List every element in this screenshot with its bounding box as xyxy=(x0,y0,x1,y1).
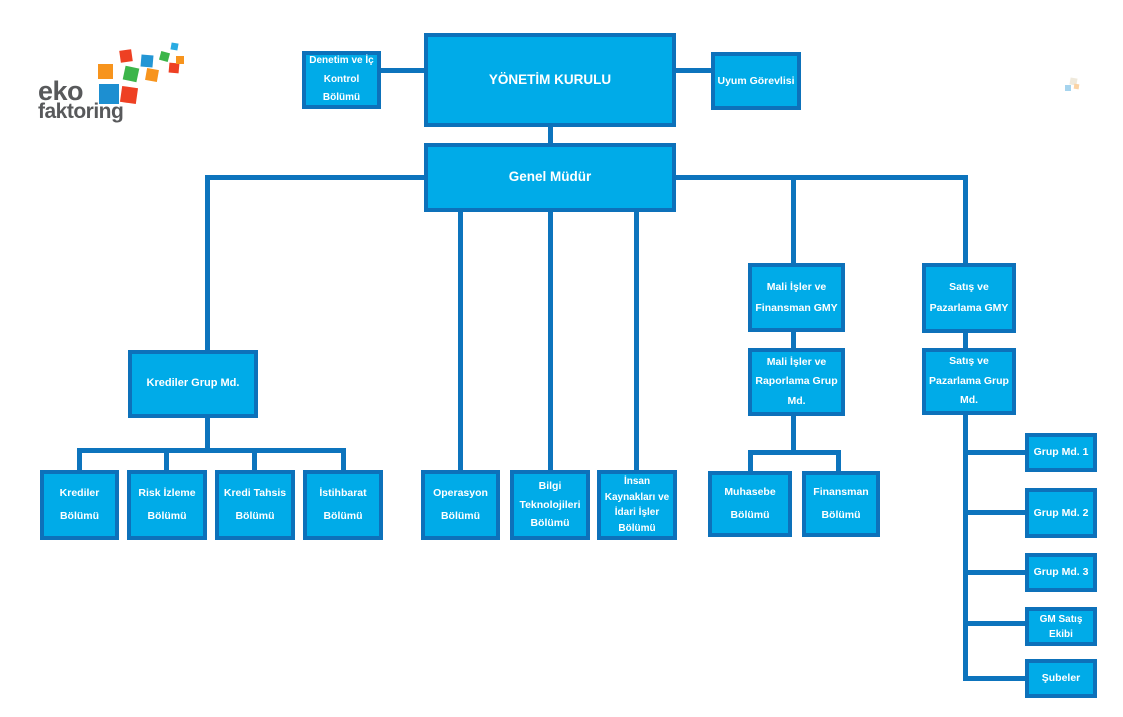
connector-line xyxy=(963,676,1025,681)
connector-line xyxy=(963,175,968,263)
org-node-label: GM Satış Ekibi xyxy=(1039,613,1083,640)
org-node-gm-satis-ekibi: GM Satış Ekibi xyxy=(1025,607,1097,646)
logo-square xyxy=(98,64,113,79)
connector-line xyxy=(791,416,796,450)
org-node-mali-gmy: Mali İşler ve Finansman GMY xyxy=(748,263,845,332)
connector-line xyxy=(205,175,210,350)
connector-line xyxy=(676,68,711,73)
logo-square xyxy=(158,50,171,63)
org-node-satis-grup: Satış ve Pazarlama Grup Md. xyxy=(922,348,1016,415)
org-node-label: İstihbarat Bölümü xyxy=(319,486,367,522)
org-node-kredi-tahsis: Kredi Tahsis Bölümü xyxy=(215,470,295,540)
connector-line xyxy=(341,448,346,470)
org-node-label: Grup Md. 3 xyxy=(1033,566,1089,579)
org-node-subeler: Şubeler xyxy=(1025,659,1097,698)
org-node-finansman: Finansman Bölümü xyxy=(802,471,880,537)
org-node-label: Uyum Görevlisi xyxy=(717,74,795,87)
org-node-krediler-grup: Krediler Grup Md. xyxy=(128,350,258,418)
faded-logo-mark xyxy=(1060,76,1090,98)
connector-line xyxy=(963,450,1025,455)
org-node-label: Satış ve Pazarlama GMY xyxy=(929,281,1009,314)
org-node-label: Mali İşler ve Finansman GMY xyxy=(755,280,838,314)
connector-line xyxy=(205,418,210,448)
org-node-risk-izleme: Risk İzleme Bölümü xyxy=(127,470,207,540)
logo-square xyxy=(119,49,133,63)
org-node-grup-md-1: Grup Md. 1 xyxy=(1025,433,1097,472)
org-node-bilgi-teknolojileri: Bilgi Teknolojileri Bölümü xyxy=(510,470,590,540)
org-node-label: Krediler Grup Md. xyxy=(146,377,240,390)
org-node-label: Bilgi Teknolojileri Bölümü xyxy=(519,479,581,530)
connector-line xyxy=(676,175,968,180)
org-node-label: Finansman Bölümü xyxy=(813,485,869,521)
connector-line xyxy=(963,570,1025,575)
connector-line xyxy=(205,175,424,180)
org-node-label: Şubeler xyxy=(1041,672,1081,685)
org-node-label: Grup Md. 2 xyxy=(1033,506,1089,519)
logo-word-eko: eko xyxy=(38,76,84,106)
logo-square xyxy=(176,56,184,64)
logo-square xyxy=(119,85,139,105)
connector-line xyxy=(548,127,553,143)
connector-line xyxy=(252,448,257,470)
org-node-genel-mudur: Genel Müdür xyxy=(424,143,676,212)
org-node-label: Operasyon Bölümü xyxy=(433,486,488,522)
logo-square xyxy=(140,54,154,68)
connector-line xyxy=(963,621,1025,626)
connector-line xyxy=(634,212,639,470)
org-node-yonetim-kurulu: YÖNETİM KURULU xyxy=(424,33,676,127)
eko-faktoring-logo: eko faktoring xyxy=(30,35,220,130)
connector-line xyxy=(963,415,968,681)
org-node-label: Genel Müdür xyxy=(508,169,592,185)
org-node-krediler-bolumu: Krediler Bölümü xyxy=(40,470,119,540)
org-node-muhasebe: Muhasebe Bölümü xyxy=(708,471,792,537)
org-node-label: İnsan Kaynakları ve İdari İşler Bölümü xyxy=(604,476,670,534)
connector-line xyxy=(458,212,463,470)
connector-line xyxy=(164,448,169,470)
faded-logo-square xyxy=(1065,85,1071,91)
org-node-mali-raporlama: Mali İşler ve Raporlama Grup Md. xyxy=(748,348,845,416)
connector-line xyxy=(748,450,753,471)
org-node-istihbarat: İstihbarat Bölümü xyxy=(303,470,383,540)
org-node-label: Muhasebe Bölümü xyxy=(724,485,776,521)
org-node-label: Krediler Bölümü xyxy=(59,486,100,522)
logo-square xyxy=(170,42,179,51)
connector-line xyxy=(381,68,424,73)
org-node-label: Satış ve Pazarlama Grup Md. xyxy=(929,355,1009,407)
connector-line xyxy=(77,448,82,470)
org-node-uyum: Uyum Görevlisi xyxy=(711,52,801,110)
org-node-grup-md-2: Grup Md. 2 xyxy=(1025,488,1097,538)
org-node-label: Mali İşler ve Raporlama Grup Md. xyxy=(755,355,838,407)
org-node-label: Risk İzleme Bölümü xyxy=(138,486,196,522)
org-node-label: Kredi Tahsis Bölümü xyxy=(223,486,287,522)
logo-square xyxy=(168,62,180,74)
connector-line xyxy=(836,450,841,471)
connector-line xyxy=(963,510,1025,515)
logo-square xyxy=(99,84,119,104)
org-node-operasyon: Operasyon Bölümü xyxy=(421,470,500,540)
logo-square xyxy=(122,65,140,83)
connector-line xyxy=(77,448,346,453)
logo-word-faktoring: faktoring xyxy=(38,100,124,123)
logo-square xyxy=(145,68,159,82)
connector-line xyxy=(548,212,553,470)
org-node-label: Grup Md. 1 xyxy=(1033,446,1089,459)
connector-line xyxy=(791,175,796,263)
org-node-satis-gmy: Satış ve Pazarlama GMY xyxy=(922,263,1016,333)
connector-line xyxy=(748,450,841,455)
org-node-denetim: Denetim ve İç Kontrol Bölümü xyxy=(302,51,381,109)
faded-logo-square xyxy=(1073,83,1080,90)
connector-line xyxy=(963,333,968,348)
org-node-grup-md-3: Grup Md. 3 xyxy=(1025,553,1097,592)
org-node-insan-kaynaklari: İnsan Kaynakları ve İdari İşler Bölümü xyxy=(597,470,677,540)
org-node-label: YÖNETİM KURULU xyxy=(488,71,612,87)
org-node-label: Denetim ve İç Kontrol Bölümü xyxy=(309,55,374,104)
connector-line xyxy=(791,332,796,348)
